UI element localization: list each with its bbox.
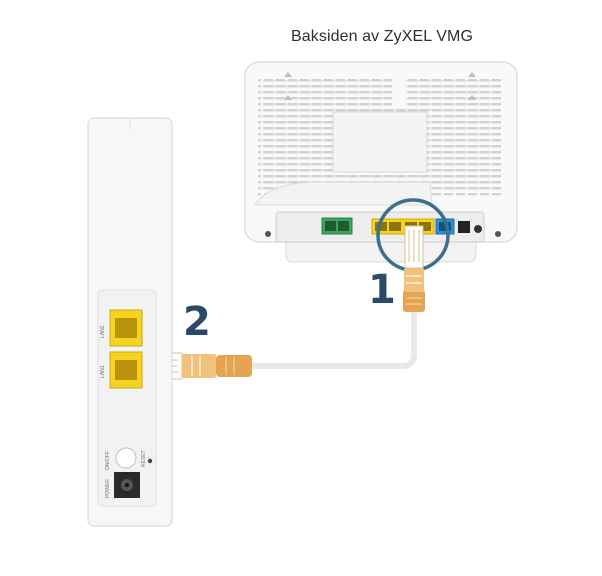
router-button: [474, 225, 482, 233]
label-power: POWER: [105, 479, 111, 498]
router-screw-right: [495, 231, 501, 237]
ethernet-cable: [155, 225, 425, 380]
step-1-number: 1: [368, 267, 396, 313]
router-power-socket: [458, 221, 470, 233]
router-label-plate: [332, 111, 428, 173]
label-onoff: ON/OFF: [105, 451, 111, 470]
zyxel-router: [244, 61, 518, 272]
diagram-title: Baksiden av ZyXEL VMG: [290, 28, 474, 45]
device-reset-hole: [147, 458, 153, 464]
device-onoff-button: [115, 447, 137, 469]
cable-wire: [251, 312, 417, 369]
label-reset: RESET: [141, 450, 147, 467]
step-2-number: 2: [183, 299, 211, 345]
network-device: LAN2 LAN1 ON/OFF RESET POWER: [87, 117, 173, 527]
label-lan2: LAN2: [100, 325, 106, 338]
router-screw-left: [265, 231, 271, 237]
label-lan1: LAN1: [100, 365, 106, 378]
